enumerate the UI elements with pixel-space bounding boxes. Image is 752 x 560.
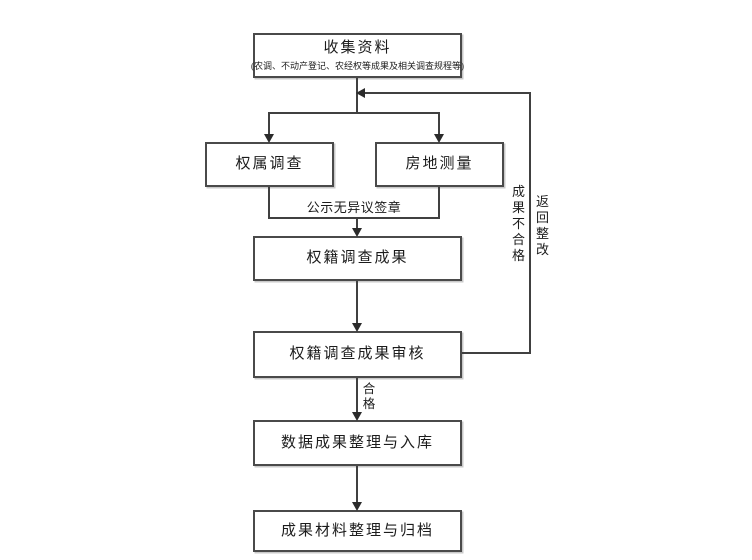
flow-node-ownership-survey: 权属调查 bbox=[205, 142, 334, 187]
archive-label: 成果材料整理与归档 bbox=[280, 522, 434, 539]
edge-label-rework: 返回整改 bbox=[535, 194, 549, 257]
result-label: 权籍调查成果 bbox=[306, 250, 409, 267]
flow-node-collect: 收集资料 (农调、不动产登记、农经权等成果及相关调查规程等) bbox=[251, 33, 464, 78]
connector-feedback-top bbox=[364, 92, 531, 94]
connector-branch-left bbox=[268, 112, 270, 134]
connector-merge-to-result bbox=[356, 217, 358, 229]
connector-merge-line bbox=[268, 217, 440, 219]
edge-label-publicity: 公示无异议签章 bbox=[306, 200, 402, 215]
arrowhead-feedback-return bbox=[356, 88, 365, 98]
review-label: 权籍调查成果审核 bbox=[289, 346, 426, 363]
arrowhead-to-ownership bbox=[264, 134, 274, 143]
arrowhead-to-database bbox=[352, 412, 362, 421]
flow-node-data-storage: 数据成果整理与入库 bbox=[253, 420, 462, 466]
connector-split-line bbox=[268, 112, 440, 114]
flow-node-survey-result: 权籍调查成果 bbox=[253, 236, 462, 281]
connector-review-database bbox=[356, 378, 358, 413]
edge-label-unqualified: 成果不合格 bbox=[511, 184, 525, 263]
arrowhead-to-measurement bbox=[434, 134, 444, 143]
connector-result-review bbox=[356, 281, 358, 323]
ownership-label: 权属调查 bbox=[235, 156, 304, 173]
flow-node-property-measurement: 房地测量 bbox=[375, 142, 504, 187]
database-label: 数据成果整理与入库 bbox=[280, 434, 434, 451]
connector-feedback-vertical bbox=[529, 92, 531, 354]
collect-title: 收集资料 bbox=[323, 39, 392, 56]
flow-node-result-review: 权籍调查成果审核 bbox=[253, 331, 462, 378]
flow-node-archive: 成果材料整理与归档 bbox=[253, 510, 462, 552]
edge-label-qualified: 合格 bbox=[362, 382, 376, 411]
collect-subtitle: (农调、不动产登记、农经权等成果及相关调查规程等) bbox=[251, 61, 464, 72]
connector-database-archive bbox=[356, 466, 358, 502]
arrowhead-to-result bbox=[352, 228, 362, 237]
connector-merge-left bbox=[268, 187, 270, 219]
arrowhead-to-review bbox=[352, 323, 362, 332]
connector-branch-right bbox=[438, 112, 440, 134]
arrowhead-to-archive bbox=[352, 502, 362, 511]
connector-merge-right bbox=[438, 187, 440, 219]
connector-feedback-bottom bbox=[462, 352, 531, 354]
measurement-label: 房地测量 bbox=[405, 156, 474, 173]
